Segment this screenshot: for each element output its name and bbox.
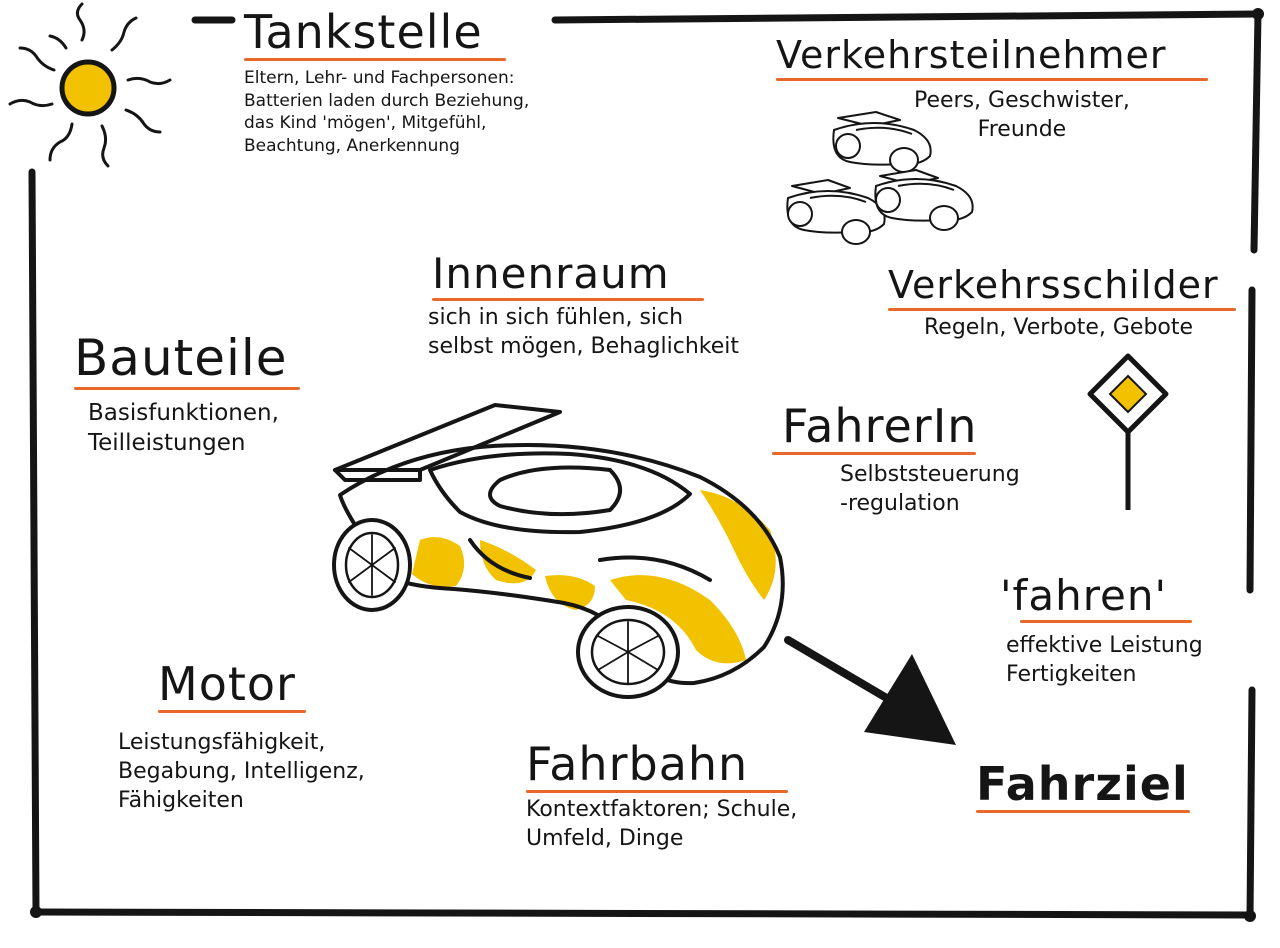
section-fahrziel: Fahrziel (976, 757, 1190, 814)
text-line: Kontextfaktoren; Schule, (526, 797, 798, 823)
text-line: Peers, Geschwister, (914, 88, 1130, 113)
text-line: selbst mögen, Behaglichkeit (428, 334, 739, 360)
text-line: Teilleistungen (88, 429, 246, 456)
heading-fahrerin: FahrerIn (782, 399, 978, 453)
sports-car-icon (332, 403, 785, 699)
text-line: Fähigkeiten (118, 788, 244, 814)
heading-fahrziel: Fahrziel (976, 757, 1189, 811)
text-verkehrsteilnehmer: Peers, Geschwister, Freunde (914, 86, 1130, 144)
section-fahrbahn: Fahrbahn Kontextfaktoren; Schule, Umfeld… (526, 740, 797, 853)
heading-verkehrsschilder: Verkehrsschilder (888, 263, 1219, 307)
text-line: Regeln, Verbote, Gebote (924, 314, 1194, 340)
text-line: Selbststeuerung (840, 462, 1020, 487)
text-line: das Kind 'mögen', Mitgefühl, (244, 113, 487, 134)
text-line: Batterien laden durch Beziehung, (244, 90, 530, 111)
text-line: sich in sich fühlen, sich (428, 305, 684, 331)
text-line: -regulation (840, 491, 960, 517)
heading-innenraum: Innenraum (432, 249, 670, 298)
text-line: Umfeld, Dinge (526, 826, 684, 852)
text-line: Beachtung, Anerkennung (244, 135, 460, 156)
text-line: Leistungsfähigkeit, (118, 730, 326, 755)
text-line: Eltern, Lehr- und Fachpersonen: (244, 68, 515, 89)
heading-underline (244, 58, 506, 62)
text-line: Fertigkeiten (1006, 662, 1137, 688)
frame-corner-dot (30, 906, 42, 918)
text-tankstelle: Eltern, Lehr- und Fachpersonen: Batterie… (244, 67, 529, 157)
text-line: Freunde (977, 117, 1067, 143)
frame-corner-dot (1244, 910, 1256, 922)
section-bauteile: Bauteile Basisfunktionen, Teilleistungen (74, 332, 300, 458)
heading-underline (74, 386, 300, 390)
heading-fahrbahn: Fahrbahn (526, 737, 749, 791)
text-line: Basisfunktionen, (88, 399, 279, 426)
heading-underline (526, 790, 788, 794)
text-fahren: effektive Leistung Fertigkeiten (1006, 631, 1203, 689)
heading-underline (888, 307, 1236, 311)
section-innenraum: Innenraum sich in sich fühlen, sich selb… (428, 249, 739, 361)
frame-corner-dot (1252, 8, 1264, 20)
small-car-icon (874, 169, 974, 231)
heading-underline (158, 710, 306, 714)
heading-underline (772, 452, 976, 456)
section-verkehrsteilnehmer: Verkehrsteilnehmer (776, 33, 1208, 81)
text-line: effektive Leistung (1006, 633, 1203, 659)
frame-border (28, 10, 1262, 922)
text-fahrerin: Selbststeuerung -regulation (840, 460, 1020, 518)
text-innenraum: sich in sich fühlen, sich selbst mögen, … (428, 303, 739, 361)
sun-icon (8, 2, 172, 168)
heading-underline (1020, 620, 1192, 624)
heading-fahren: 'fahren' (1000, 571, 1168, 620)
section-fahren: 'fahren' effektive Leistung Fertigkeiten (1000, 571, 1203, 689)
heading-motor: Motor (158, 657, 296, 711)
heading-tankstelle: Tankstelle (244, 5, 483, 59)
arrow-icon (784, 636, 956, 745)
small-car-icon (786, 179, 886, 245)
section-fahrerin: FahrerIn (772, 399, 978, 456)
small-car-icon (832, 111, 932, 173)
priority-road-sign-icon (1087, 353, 1169, 510)
text-motor: Leistungsfähigkeit, Begabung, Intelligen… (118, 728, 365, 815)
section-verkehrsschilder: Verkehrsschilder Regeln, Verbote, Gebote (888, 263, 1236, 342)
heading-underline (776, 77, 1208, 81)
text-bauteile: Basisfunktionen, Teilleistungen (88, 398, 300, 459)
text-line: Begabung, Intelligenz, (118, 759, 365, 785)
section-motor: Motor (158, 657, 306, 714)
heading-underline (432, 298, 704, 302)
heading-bauteile: Bauteile (74, 329, 288, 387)
section-tankstelle: Tankstelle Eltern, Lehr- und Fachpersone… (244, 8, 529, 157)
text-fahrbahn: Kontextfaktoren; Schule, Umfeld, Dinge (526, 795, 797, 853)
heading-verkehrsteilnehmer: Verkehrsteilnehmer (776, 33, 1167, 77)
text-verkehrsschilder: Regeln, Verbote, Gebote (924, 313, 1236, 342)
heading-underline (976, 810, 1190, 814)
